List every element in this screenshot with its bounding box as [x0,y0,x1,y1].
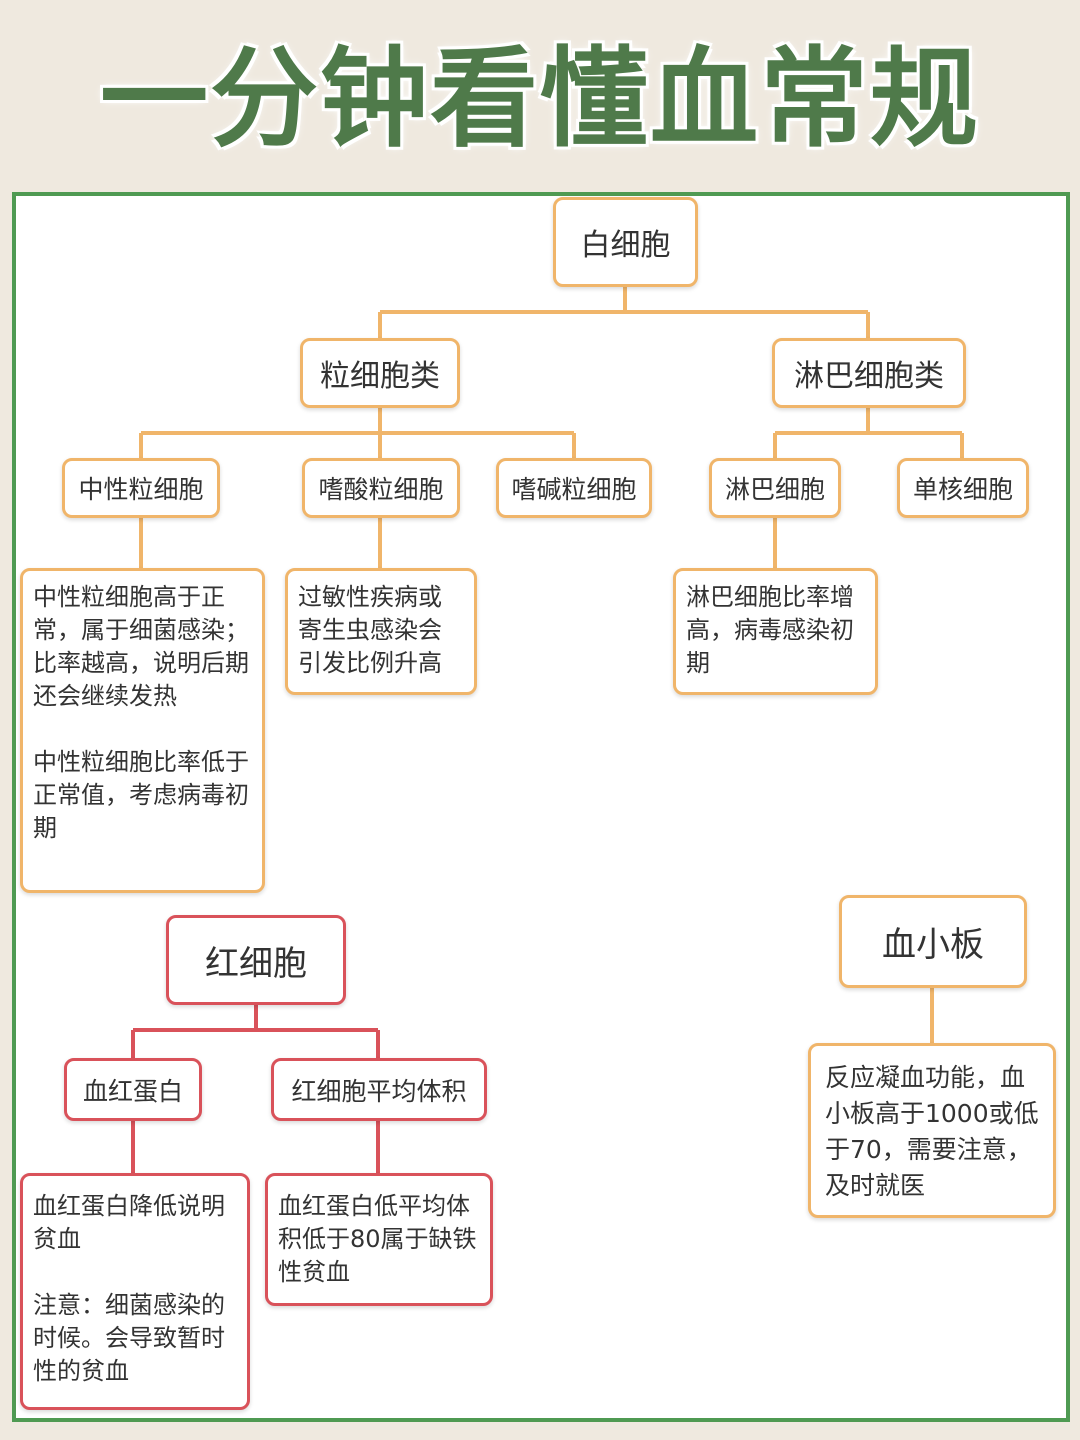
note-mcv: 血红蛋白低平均体积低于80属于缺铁性贫血 [265,1173,493,1306]
note-neutrophil: 中性粒细胞高于正常，属于细菌感染；比率越高，说明后期还会继续发热 中性粒细胞比率… [20,568,265,893]
page-title: 一分钟看懂血常规 [99,37,980,162]
node-eosinophil: 嗜酸粒细胞 [302,458,460,518]
node-lymphocyte: 淋巴细胞 [709,458,841,518]
note-platelet: 反应凝血功能，血小板高于1000或低于70，需要注意，及时就医 [808,1043,1056,1218]
note-lymphocyte: 淋巴细胞比率增高，病毒感染初期 [673,568,878,695]
connector-rbc-root [131,1005,380,1058]
node-platelet: 血小板 [839,895,1027,988]
node-lymphocyte-class: 淋巴细胞类 [772,338,966,408]
node-granulocytes: 粒细胞类 [300,338,460,408]
connector-wbc-root [378,287,870,338]
connector-granulocytes [139,408,576,458]
note-hemoglobin: 血红蛋白降低说明贫血 注意：细菌感染的时候。会导致暂时性的贫血 [20,1173,250,1410]
node-neutrophil: 中性粒细胞 [62,458,220,518]
connector-lymph-class [773,408,964,458]
node-monocyte: 单核细胞 [897,458,1029,518]
node-mcv: 红细胞平均体积 [271,1058,487,1121]
node-red-blood-cell: 红细胞 [166,915,346,1005]
note-eosinophil: 过敏性疾病或寄生虫感染会引发比例升高 [285,568,477,695]
node-hemoglobin: 血红蛋白 [64,1058,202,1121]
node-white-blood-cell: 白细胞 [553,197,698,287]
node-basophil: 嗜碱粒细胞 [496,458,652,518]
